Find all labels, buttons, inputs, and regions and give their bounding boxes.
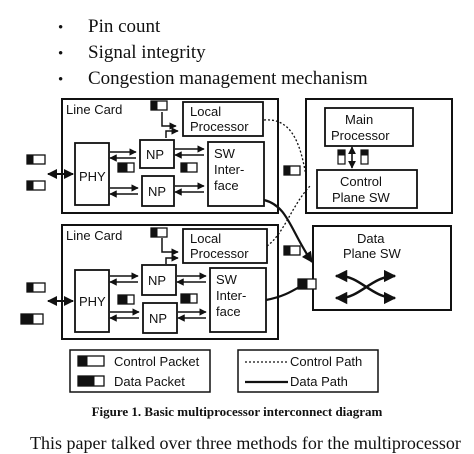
control-packet-icon	[26, 180, 46, 191]
legend-data-packet: Data Packet	[114, 374, 185, 389]
figure-caption: Figure 1. Basic multiprocessor interconn…	[91, 404, 383, 419]
phy-label: PHY	[79, 294, 106, 309]
main-processor-label: Processor	[331, 128, 390, 143]
control-packet-icon	[283, 165, 301, 176]
legend-control-path: Control Path	[290, 354, 362, 369]
line-card-label: Line Card	[66, 228, 122, 243]
sw-interface-box	[207, 141, 265, 207]
legend-paths-box	[237, 349, 379, 393]
local-processor-label: Processor	[190, 119, 249, 134]
phy-label: PHY	[79, 169, 106, 184]
data-plane-sw-box	[312, 225, 452, 311]
np-label: NP	[149, 311, 167, 326]
np-label: NP	[148, 184, 166, 199]
line-card-2	[61, 224, 279, 340]
np-label: NP	[146, 147, 164, 162]
sw-interface-label: SW	[214, 146, 236, 161]
bullet-item: •Congestion management mechanism	[58, 68, 368, 89]
control-plane-sw-box	[316, 169, 418, 209]
sw-interface-label: Inter-	[214, 162, 244, 177]
interconnect-diagram: Line Card Local Processor PHY NP NP SW I…	[20, 98, 453, 393]
data-plane-sw-label: Data	[357, 231, 385, 246]
control-packet-icon	[180, 162, 198, 173]
data-packet-icon	[180, 293, 198, 304]
local-processor-label: Local	[190, 231, 221, 246]
card1-arrows	[109, 112, 205, 198]
legend-packets-box	[69, 349, 211, 393]
local-processor-box	[182, 101, 264, 137]
np-box	[139, 139, 175, 169]
control-packet-icon	[26, 282, 46, 293]
np-box	[141, 264, 177, 296]
line-card-1	[61, 98, 279, 214]
local-processor-label: Processor	[190, 246, 249, 261]
card2-arrows	[109, 238, 207, 322]
line-card-label: Line Card	[66, 102, 122, 117]
main-processor-box	[324, 107, 414, 147]
data-packet-icon	[117, 294, 135, 305]
control-packet-icon	[337, 149, 346, 165]
bullet-list: •Pin count •Signal integrity •Congestion…	[58, 14, 368, 92]
np-box	[141, 175, 175, 207]
phy-box	[74, 269, 110, 333]
local-processor-label: Local	[190, 104, 221, 119]
control-packet-icon	[26, 154, 46, 165]
control-plane-sw-label: Plane SW	[332, 190, 391, 205]
data-packet-icon	[297, 278, 317, 290]
legend-data-path: Data Path	[290, 374, 348, 389]
main-system-box	[305, 98, 453, 214]
data-packet-icon	[117, 162, 135, 173]
control-packet-icon	[150, 100, 168, 111]
legend-control-packet: Control Packet	[114, 354, 200, 369]
control-path	[263, 119, 311, 247]
data-plane-sw-label: Plane SW	[343, 246, 402, 261]
np-label: NP	[148, 273, 166, 288]
control-packet-icon	[77, 355, 105, 367]
phy-box	[74, 142, 110, 206]
control-plane-sw-label: Control	[340, 174, 382, 189]
body-text: This paper talked over three methods for…	[30, 433, 461, 453]
sw-interface-label: Inter-	[216, 288, 246, 303]
sw-interface-label: SW	[216, 272, 238, 287]
data-packet-icon	[20, 313, 44, 325]
crossbar-icon	[334, 269, 397, 305]
control-packet-icon	[360, 149, 369, 165]
np-box	[142, 302, 178, 334]
control-packet-icon	[150, 227, 168, 238]
control-packet-icon	[283, 245, 301, 256]
bullet-item: •Signal integrity	[58, 42, 206, 63]
bullet-item: •Pin count	[58, 16, 161, 37]
main-processor-label: Main	[345, 112, 373, 127]
sw-interface-label: face	[216, 304, 241, 319]
data-packet-icon	[77, 375, 105, 387]
sw-interface-label: face	[214, 178, 239, 193]
